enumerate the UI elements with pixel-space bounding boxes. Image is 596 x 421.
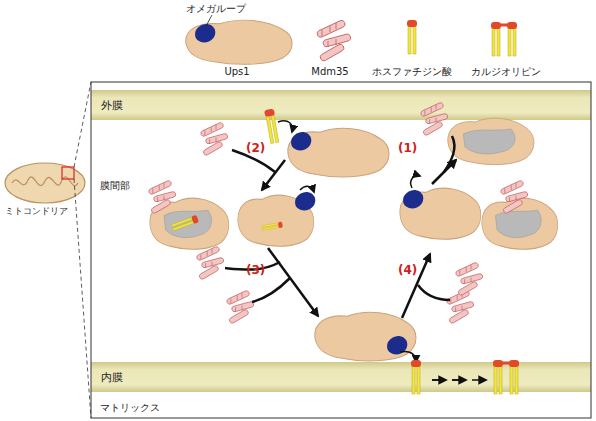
membrane-label: 外膜 xyxy=(101,98,123,113)
part-name: Ups1 xyxy=(224,66,249,77)
region-label: 膜間部 xyxy=(100,180,130,191)
part-name: カルジオリピン xyxy=(471,66,541,77)
part-name: オメガループ xyxy=(186,3,246,14)
callout-number: (1) xyxy=(398,142,417,155)
part-name: Mdm35 xyxy=(311,66,348,77)
callout-number: (3) xyxy=(246,264,265,277)
callout-number: (2) xyxy=(246,142,265,155)
callout-number: (4) xyxy=(398,264,417,277)
membrane-band: 外膜 xyxy=(91,90,591,120)
part-name: ホスファチジン酸 xyxy=(372,66,452,77)
membrane-label: 内膜 xyxy=(101,370,123,385)
region-label: マトリックス xyxy=(100,402,160,413)
part-name: ミトコンドリア xyxy=(5,207,68,217)
